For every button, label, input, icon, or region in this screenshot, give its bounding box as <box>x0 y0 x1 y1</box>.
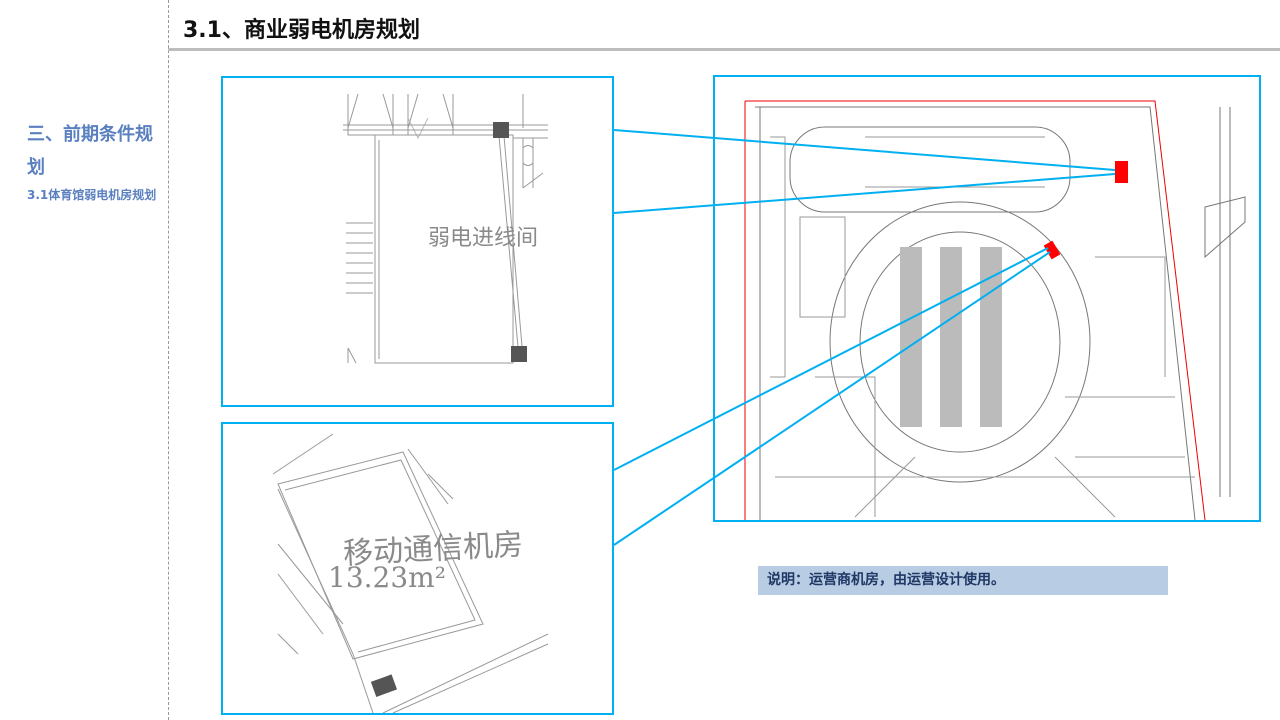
detail-drawing-weak-current-room: 弱电进线间 <box>221 76 614 407</box>
sidebar-subsection: 3.1体育馆弱电机房规划 <box>27 188 157 202</box>
note-caption: 说明：运营商机房，由运营设计使用。 <box>758 566 1168 595</box>
room-label-weak-current: 弱电进线间 <box>428 226 539 251</box>
sidebar-divider <box>168 0 169 720</box>
marker-room-1 <box>1115 161 1128 183</box>
title-underline <box>168 48 1280 51</box>
cad-floorplan-detail <box>272 433 549 713</box>
cad-site-plan <box>744 100 1246 520</box>
marker-room-2 <box>1043 240 1061 260</box>
site-plan-drawing <box>713 75 1261 522</box>
cad-floorplan-detail <box>343 93 548 364</box>
sidebar-section-title: 三、前期条件规划 <box>27 124 153 178</box>
room-area-label: 13.23m² <box>328 561 446 594</box>
page-title: 3.1、商业弱电机房规划 <box>183 18 420 43</box>
detail-drawing-mobile-comm-room: 移动通信机房 13.23m² <box>221 422 614 715</box>
